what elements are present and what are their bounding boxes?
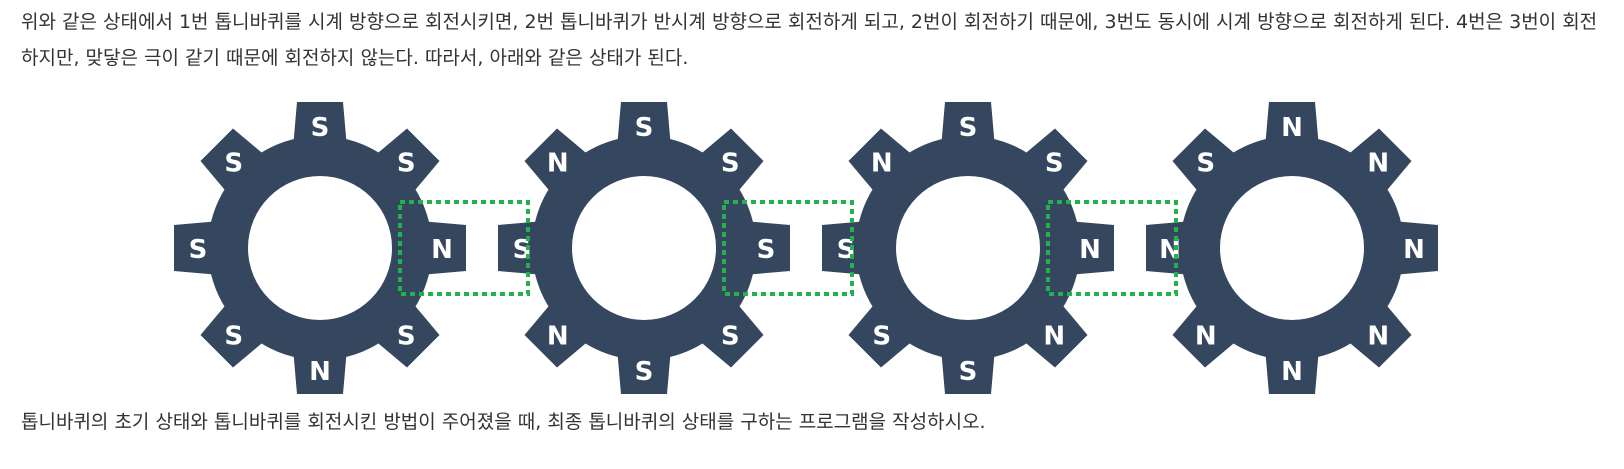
pole-label-s: S (959, 113, 978, 143)
pole-label-s: S (757, 235, 776, 265)
pole-label-n: N (1043, 321, 1065, 351)
pole-label-n: N (1281, 113, 1303, 143)
contact-highlight-box (722, 200, 854, 296)
gear-tooth (200, 299, 269, 368)
gear-tooth (293, 348, 347, 394)
pole-label-n: N (431, 235, 453, 265)
gear-tooth (1146, 221, 1192, 275)
pole-label-n: N (871, 149, 893, 179)
task-paragraph: 톱니바퀴의 초기 상태와 톱니바퀴를 회전시킨 방법이 주어졌을 때, 최종 톱… (21, 411, 986, 433)
gear-tooth (524, 299, 593, 368)
pole-label-n: N (1367, 321, 1389, 351)
pole-label-s: S (311, 113, 330, 143)
gear-tooth (1068, 221, 1114, 275)
gear-tooth (293, 102, 347, 148)
gear-tooth (617, 348, 671, 394)
gear-tooth (1172, 299, 1241, 368)
pole-label-n: N (1195, 321, 1217, 351)
gear-tooth (1392, 221, 1438, 275)
gear-tooth (941, 348, 995, 394)
pole-label-n: N (547, 149, 569, 179)
gear-tooth (420, 221, 466, 275)
gear-body (856, 136, 1080, 360)
gear-tooth (822, 221, 868, 275)
gear-tooth (371, 299, 440, 368)
pole-label-s: S (721, 149, 740, 179)
gear-tooth (1172, 128, 1241, 197)
gear-body (208, 136, 432, 360)
gear-tooth (498, 221, 544, 275)
pole-label-s: S (959, 357, 978, 387)
pole-label-s: S (635, 113, 654, 143)
pole-label-s: S (721, 321, 740, 351)
gear-1: S S N S N S S S (174, 102, 466, 394)
pole-label-s: S (397, 149, 416, 179)
pole-label-s: S (1196, 149, 1215, 179)
gear-tooth (371, 128, 440, 197)
gear-tooth (1019, 299, 1088, 368)
gear-tooth (617, 102, 671, 148)
gear-tooth (695, 128, 764, 197)
gear-body (532, 136, 756, 360)
gear-tooth (848, 299, 917, 368)
gear-tooth (848, 128, 917, 197)
pole-label-s: S (224, 149, 243, 179)
contact-highlight-box (398, 200, 530, 296)
gear-tooth (174, 221, 220, 275)
gear-tooth (1265, 348, 1319, 394)
pole-label-s: S (1045, 149, 1064, 179)
pole-label-s: S (189, 235, 208, 265)
pole-label-s: S (872, 321, 891, 351)
gear-tooth (695, 299, 764, 368)
gear-tooth (524, 128, 593, 197)
gear-tooth (941, 102, 995, 148)
gear-tooth (1019, 128, 1088, 197)
gear-tooth (1343, 128, 1412, 197)
pole-label-n: N (1403, 235, 1425, 265)
contact-highlight-box (1046, 200, 1178, 296)
gear-body (1180, 136, 1404, 360)
pole-label-n: N (1281, 357, 1303, 387)
pole-label-n: N (1367, 149, 1389, 179)
gear-tooth (1265, 102, 1319, 148)
pole-label-s: S (397, 321, 416, 351)
pole-label-s: S (635, 357, 654, 387)
pole-label-n: N (309, 357, 331, 387)
pole-label-s: S (224, 321, 243, 351)
gear-tooth (744, 221, 790, 275)
gear-tooth (200, 128, 269, 197)
pole-label-n: N (1079, 235, 1101, 265)
gear-tooth (1343, 299, 1412, 368)
intro-paragraph: 위와 같은 상태에서 1번 톱니바퀴를 시계 방향으로 회전시키면, 2번 톱니… (21, 11, 1598, 69)
pole-label-n: N (547, 321, 569, 351)
